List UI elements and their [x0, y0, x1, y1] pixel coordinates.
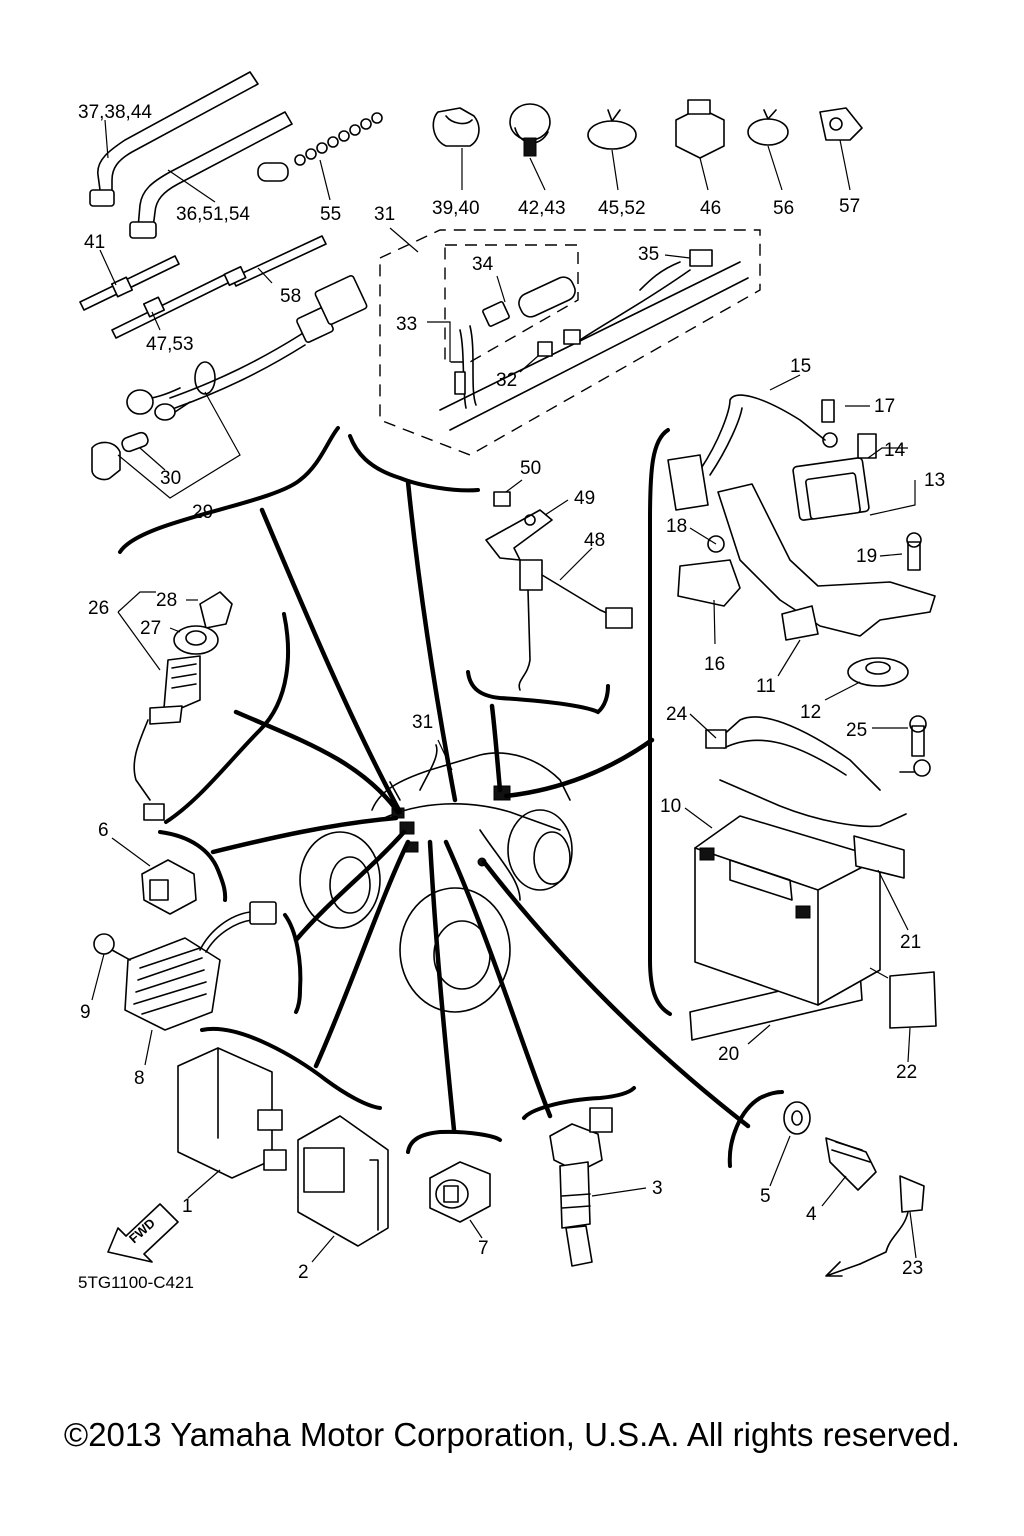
neutral-switch-assembly: [485, 479, 633, 691]
group-brackets: [118, 426, 784, 1168]
cable-tie-47-53: [111, 271, 235, 339]
cdi-unit-1: [177, 1047, 287, 1199]
callout-30: 30: [160, 468, 181, 489]
cap-30: [91, 431, 149, 481]
callout-1: 1: [182, 1196, 193, 1217]
callout-5: 5: [760, 1186, 771, 1207]
ignition-coil-3: [549, 1107, 647, 1267]
callout-24: 24: [666, 704, 688, 725]
callout-50: 50: [520, 458, 541, 479]
callout-45-52: 45,52: [598, 198, 646, 219]
holder-46: [675, 99, 725, 191]
callout-18: 18: [666, 516, 687, 537]
clip-57: [819, 107, 863, 191]
callout-27: 27: [140, 618, 161, 639]
callout-39-40: 39,40: [432, 198, 480, 219]
callout-33: 33: [396, 314, 417, 335]
callout-4: 4: [806, 1204, 817, 1225]
callout-19: 19: [856, 546, 877, 567]
callout-57: 57: [839, 196, 860, 217]
callout-31-mid: 31: [412, 712, 433, 733]
group-cables: [210, 479, 751, 1133]
fwd-arrow: FWD: [107, 1203, 179, 1263]
sub-harness-31-box: [379, 227, 761, 456]
clamp-45-52: [587, 109, 637, 191]
callout-2: 2: [298, 1262, 309, 1283]
callout-56: 56: [773, 198, 794, 219]
callout-32: 32: [496, 370, 517, 391]
callout-28: 28: [156, 590, 177, 611]
diagram-code: 5TG1100-C421: [78, 1273, 194, 1292]
beaded-band-55: [257, 112, 383, 182]
starter-relay-assembly: [667, 374, 936, 701]
callout-numbers: 37,38,44 36,51,54 55 31 39,40 42,43 45,5…: [78, 102, 945, 1283]
callout-13: 13: [924, 470, 945, 491]
spark-plug-4-cap-5: [769, 1101, 925, 1277]
callout-25: 25: [846, 720, 867, 741]
callout-58: 58: [280, 286, 301, 307]
callout-9: 9: [80, 1002, 91, 1023]
callout-leaders-top-left: [99, 119, 331, 499]
callout-31-top: 31: [374, 204, 395, 225]
callout-34: 34: [472, 254, 494, 275]
clip-42-43: [509, 103, 551, 191]
callout-22: 22: [896, 1062, 917, 1083]
callout-48: 48: [584, 530, 605, 551]
cable-tie-37-38-44: [89, 71, 259, 207]
callout-23: 23: [902, 1258, 923, 1279]
clamp-56: [747, 109, 789, 191]
wire-harness-29: [126, 274, 368, 421]
callout-8: 8: [134, 1068, 145, 1089]
callout-36-51-54: 36,51,54: [176, 204, 250, 225]
callout-16: 16: [704, 654, 725, 675]
cable-tie-41: [79, 255, 180, 311]
callout-41: 41: [84, 232, 105, 253]
callout-3: 3: [652, 1178, 663, 1199]
cable-tie-36-51-54: [129, 111, 293, 239]
rectifier-regulator-8: [91, 901, 277, 1066]
callout-17: 17: [874, 396, 895, 417]
callout-29: 29: [192, 502, 213, 523]
callout-35: 35: [638, 244, 659, 265]
callout-46: 46: [700, 198, 721, 219]
callout-55: 55: [320, 204, 341, 225]
main-switch-assembly: [117, 591, 233, 821]
callout-37-38-44: 37,38,44: [78, 102, 152, 123]
copyright-notice: ©2013 Yamaha Motor Corporation, U.S.A. A…: [63, 1416, 961, 1453]
callout-49: 49: [574, 488, 595, 509]
callout-42-43: 42,43: [518, 198, 566, 219]
callout-47-53: 47,53: [146, 334, 194, 355]
sensor-7: [429, 1161, 491, 1239]
callout-10: 10: [660, 796, 681, 817]
clip-39-40: [432, 107, 480, 190]
callout-11: 11: [756, 676, 776, 697]
atv-overview: [299, 739, 573, 1013]
callout-7: 7: [478, 1238, 489, 1259]
callout-12: 12: [800, 702, 821, 723]
callout-6: 6: [98, 820, 109, 841]
ecu-2: [297, 1115, 389, 1263]
callout-20: 20: [718, 1044, 739, 1065]
sensor-6: [111, 837, 197, 915]
callout-21: 21: [900, 932, 921, 953]
callout-14: 14: [884, 440, 906, 461]
cable-tie-58: [223, 235, 327, 287]
callout-15: 15: [790, 356, 811, 377]
battery-assembly: [684, 713, 937, 1063]
callout-26: 26: [88, 598, 109, 619]
